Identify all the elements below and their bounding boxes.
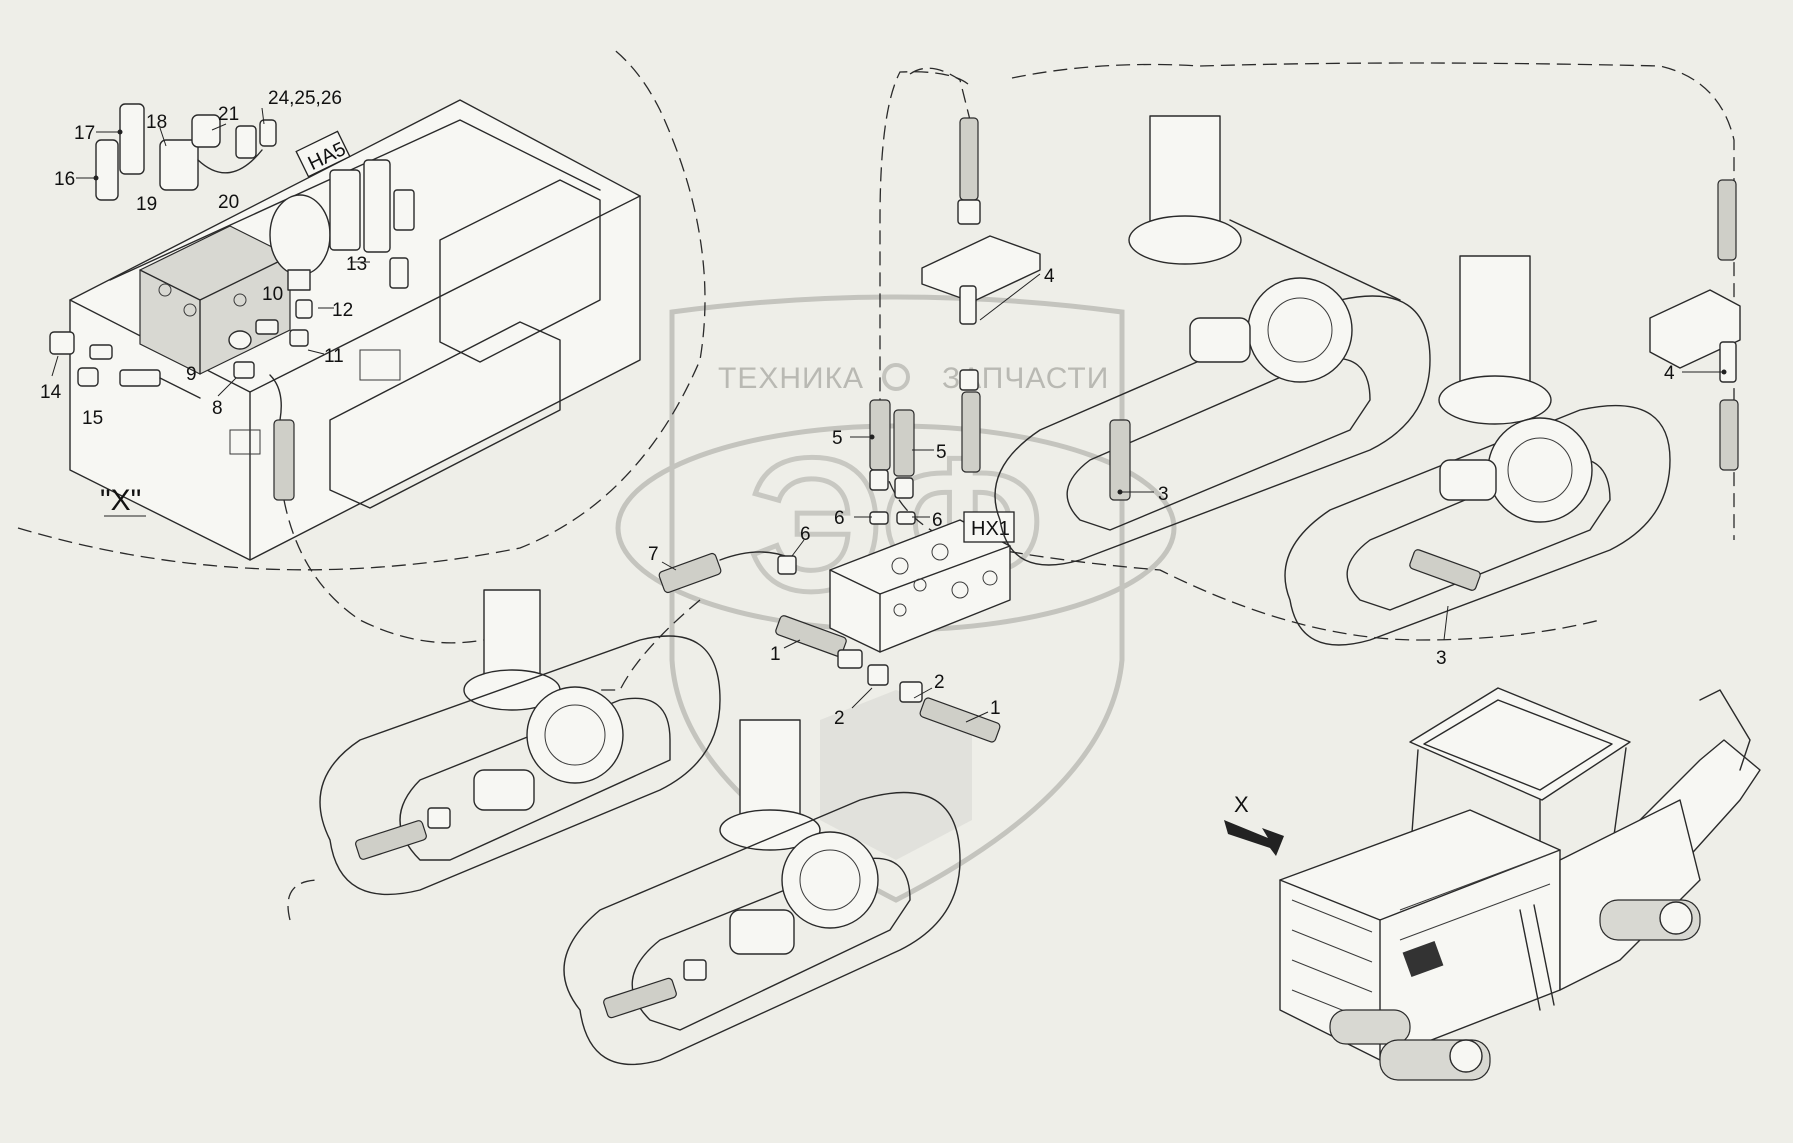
callout-13: 13 [346, 254, 367, 275]
callout-17: 17 [74, 123, 95, 144]
callout-8: 8 [212, 398, 223, 419]
callout-9: 9 [186, 364, 197, 385]
callout-5-left: 5 [832, 428, 843, 449]
detail-view-label: "X" [100, 484, 141, 517]
callout-16: 16 [54, 169, 75, 190]
callout-5-right: 5 [936, 442, 947, 463]
callout-1-left: 1 [770, 644, 781, 665]
callout-20: 20 [218, 192, 239, 213]
gear-icon [882, 363, 910, 391]
callout-11: 11 [324, 346, 344, 367]
callout-12: 12 [332, 300, 353, 321]
watermark-text-left: ТЕХНИКА [718, 362, 864, 395]
detail-view-x: HA5 "X" [17, 47, 706, 644]
callout-15: 15 [82, 408, 103, 429]
callout-2-left: 2 [834, 708, 845, 729]
callout-1-right: 1 [990, 698, 1001, 719]
callout-4-center: 4 [1044, 266, 1055, 287]
callout-10: 10 [262, 284, 283, 305]
detail-callouts: 17 18 21 24,25,26 16 19 20 13 10 12 11 1… [40, 88, 370, 429]
main-callouts: 4 4 5 5 3 3 6 6 7 6 1 2 2 1 [648, 266, 1727, 729]
callout-2-right: 2 [934, 672, 945, 693]
callout-21: 21 [218, 104, 239, 125]
overview-machine: X [1224, 687, 1761, 1081]
callout-3-lower: 3 [1436, 648, 1447, 669]
main-assembly: HX1 [287, 62, 1741, 1066]
callout-7: 7 [648, 544, 659, 565]
callout-24-25-26: 24,25,26 [268, 88, 342, 109]
callout-19: 19 [136, 194, 157, 215]
callout-3-upper: 3 [1158, 484, 1169, 505]
view-arrow-label: X [1234, 792, 1249, 817]
callout-18: 18 [146, 112, 167, 133]
callout-14: 14 [40, 382, 62, 403]
callout-4-right: 4 [1664, 363, 1675, 384]
view-arrow-icon [1224, 820, 1284, 856]
callout-6-hose: 6 [800, 524, 811, 545]
callout-6-left: 6 [834, 508, 845, 529]
callout-6-right: 6 [932, 510, 943, 531]
